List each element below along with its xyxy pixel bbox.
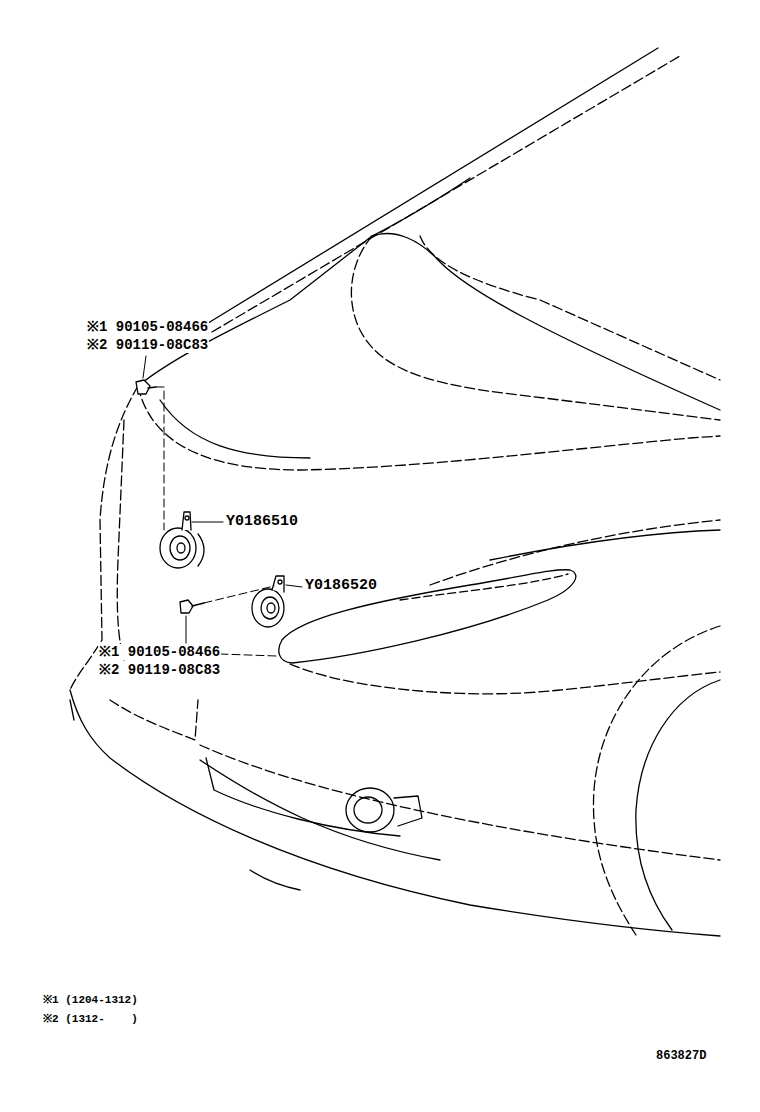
part-number: ※1 90105-08466	[86, 319, 209, 335]
diagram-code: 863827D	[655, 1050, 707, 1064]
part-number: ※1 90105-08466	[98, 644, 221, 660]
footnote: ※2 (1312- )	[42, 1013, 139, 1026]
part-number: Y0186510	[225, 513, 299, 530]
part-number: ※2 90119-08C83	[98, 662, 221, 678]
part-number: Y0186520	[304, 577, 378, 594]
part-number: ※2 90119-08C83	[86, 337, 209, 353]
footnote: ※1 (1204-1312)	[42, 994, 139, 1007]
